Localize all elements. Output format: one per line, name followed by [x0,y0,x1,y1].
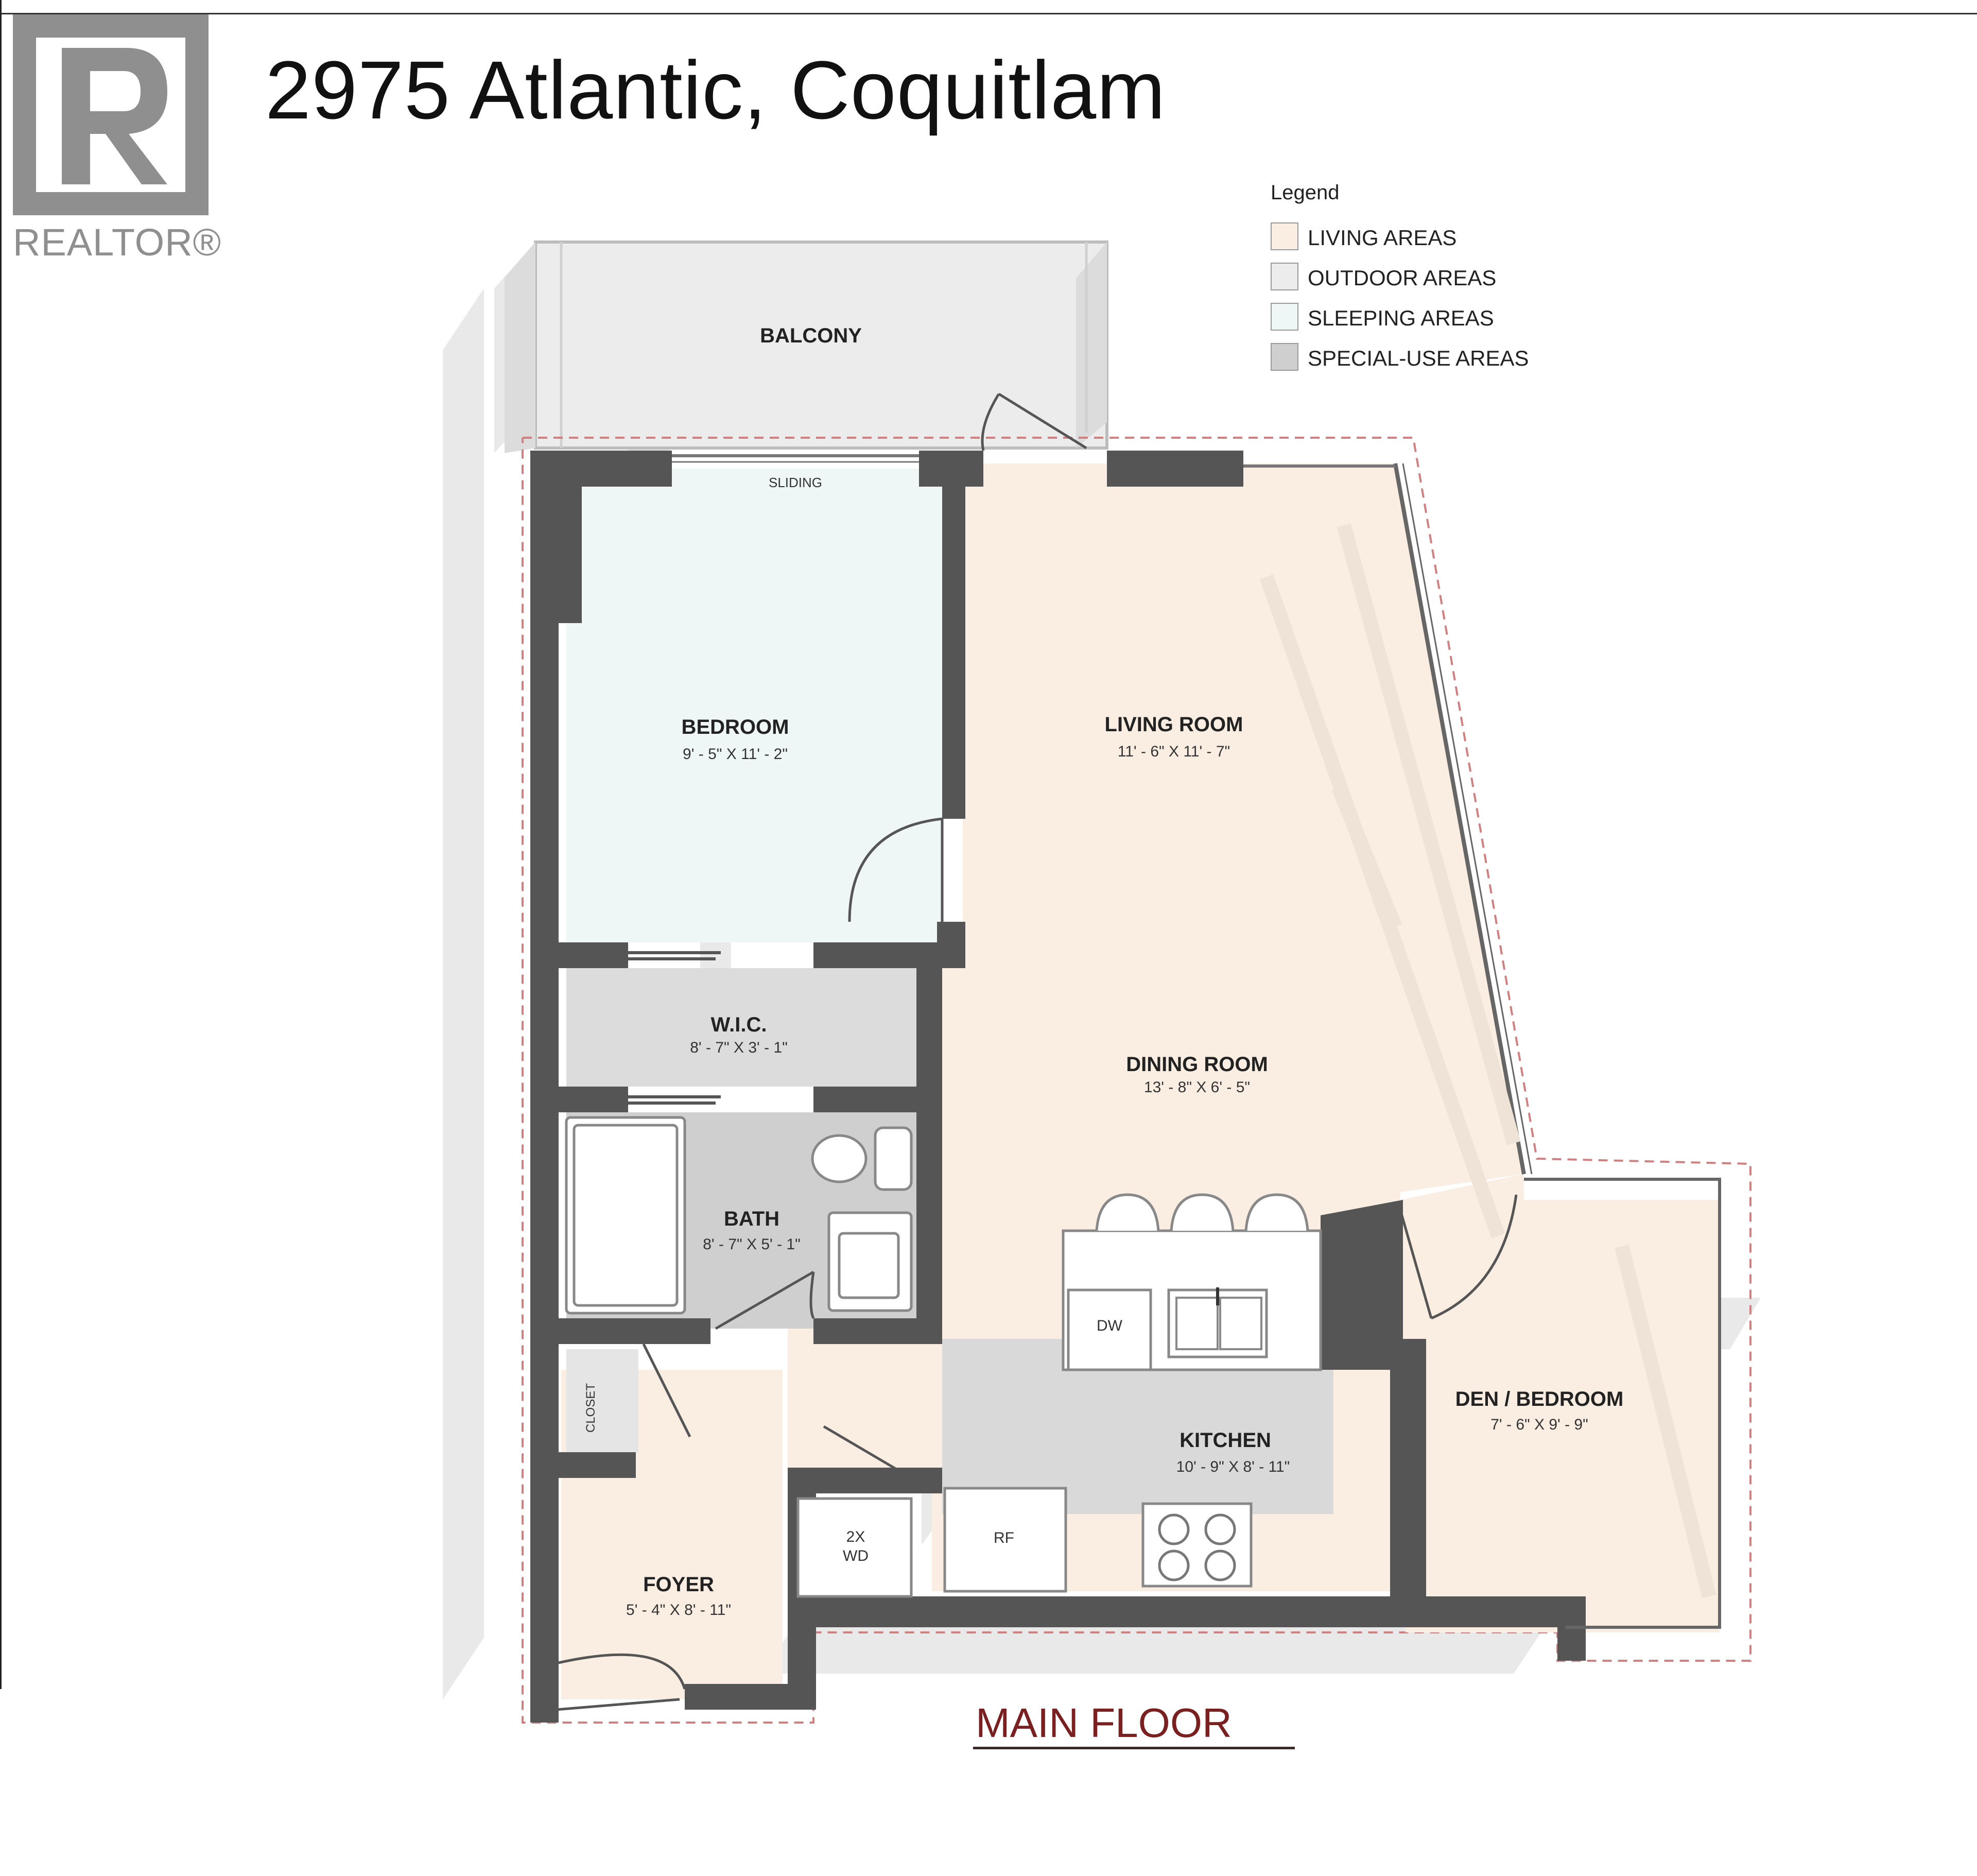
bath-fixtures [565,1116,913,1315]
label-foyer: FOYER [643,1573,714,1596]
closet-sliders [628,951,721,1105]
closet-area [566,1349,638,1452]
legend-swatch-living [1271,222,1298,250]
label-bedroom: BEDROOM [681,716,789,738]
legend-swatch-outdoor [1271,263,1298,290]
label-sliding: SLIDING [768,475,823,490]
dims-dining-room: 13' - 8" X 6' - 5" [1143,1079,1251,1096]
dims-wic: 8' - 7" X 3' - 1" [690,1039,788,1056]
dims-kitchen: 10' - 9" X 8' - 11" [1176,1458,1290,1475]
dims-foyer: 5' - 4" X 8' - 11" [626,1602,731,1619]
balcony [505,240,1108,453]
label-den-bedroom: DEN / BEDROOM [1455,1388,1624,1410]
floor-label: MAIN FLOOR [976,1700,1232,1746]
label-washer-line1: 2X [846,1528,865,1545]
label-balcony: BALCONY [760,324,862,347]
legend-title: Legend [1271,181,1340,204]
sleeping-areas [566,469,942,942]
label-wic: W.I.C. [710,1013,767,1036]
realtor-wordmark: REALTOR® [13,221,222,264]
label-dining-room: DINING ROOM [1126,1053,1268,1076]
dims-living-room: 11' - 6" X 11' - 7" [1117,743,1230,760]
label-washer-line2: WD [843,1547,869,1564]
label-living-room: LIVING ROOM [1104,713,1243,736]
dims-bath: 8' - 7" X 5' - 1" [703,1236,801,1253]
legend-swatch-sleeping [1271,303,1298,331]
realtor-logo [13,14,209,215]
door-swings [556,392,1518,1711]
walls [530,451,1586,1723]
legend-label: LIVING AREAS [1308,226,1457,250]
legend-label: SLEEPING AREAS [1308,306,1494,330]
perspective-lines [1259,523,1716,1598]
wic-area [566,968,916,1087]
label-kitchen: KITCHEN [1180,1429,1271,1452]
dims-bedroom: 9' - 5" X 11' - 2" [683,746,788,763]
legend-label: OUTDOOR AREAS [1308,266,1497,290]
label-fridge: RF [994,1529,1014,1546]
top-border [0,13,1977,14]
label-closet: CLOSET [584,1383,598,1433]
page-title: 2975 Atlantic, Coquitlam [265,44,1166,136]
left-border [0,0,2,1689]
dims-den-bedroom: 7' - 6" X 9' - 9" [1490,1416,1588,1433]
kitchen-fixtures [796,1193,1322,1598]
legend-label: SPECIAL-USE AREAS [1308,346,1529,370]
legend-swatch-special [1271,343,1298,371]
label-bath: BATH [723,1208,780,1230]
label-dishwasher: DW [1097,1317,1122,1334]
floor-label-underline [973,1747,1295,1749]
